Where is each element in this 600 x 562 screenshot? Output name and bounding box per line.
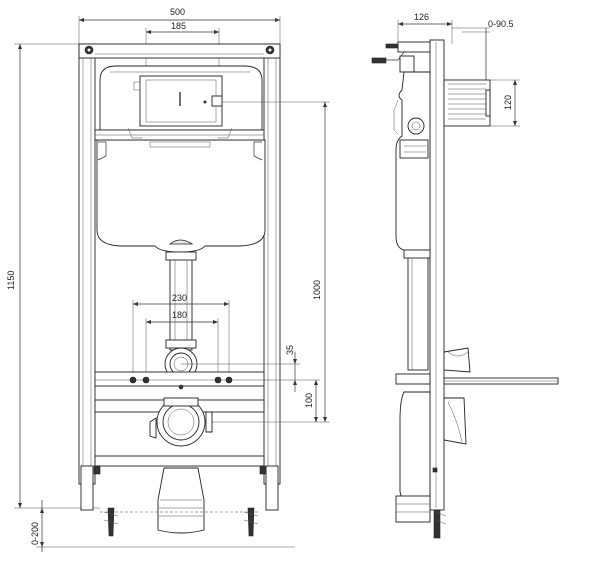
dimension-side-depth-label: 126 bbox=[414, 12, 429, 22]
dimension-flush-spacing-inner-label: 180 bbox=[172, 310, 187, 320]
side-view: 126 0-90.5 bbox=[371, 12, 559, 539]
dimension-leg-adjust-label: 0-200 bbox=[30, 522, 40, 545]
dimension-plate-width-label: 185 bbox=[171, 21, 186, 31]
dimension-side-box: 120 bbox=[490, 79, 520, 127]
outlet-pipe bbox=[157, 467, 205, 534]
dimension-outlet-height: 1000 bbox=[198, 101, 330, 423]
dimension-outlet-height-label: 1000 bbox=[312, 280, 322, 300]
dimension-flush-spacing: 230 180 bbox=[132, 293, 230, 378]
side-top-bracket bbox=[371, 41, 431, 73]
dimension-frame-width-label: 500 bbox=[170, 7, 185, 17]
cistern-tank bbox=[94, 65, 266, 253]
dimension-side-box-label: 120 bbox=[503, 95, 513, 110]
dimension-side-adjust-label: 0-90.5 bbox=[488, 19, 514, 29]
side-frame-upright bbox=[429, 39, 445, 511]
side-ribbed-box bbox=[443, 79, 491, 127]
frame-legs bbox=[80, 465, 279, 537]
front-view: 500 185 bbox=[6, 7, 330, 552]
dimension-flush-spacing-outer-label: 230 bbox=[172, 293, 187, 303]
mounting-bar bbox=[94, 371, 265, 390]
dimension-leg-adjust: 0-200 bbox=[30, 500, 295, 552]
dimension-inlet-to-outlet-label: 100 bbox=[304, 393, 314, 408]
side-flush-pipe bbox=[403, 249, 431, 371]
dimension-frame-width: 500 bbox=[78, 7, 281, 46]
dimension-side-adjust: 0-90.5 bbox=[452, 19, 514, 80]
outlet-connector bbox=[94, 397, 265, 467]
dimension-inlet-offset-label: 35 bbox=[285, 345, 295, 355]
side-inlet-pipe bbox=[395, 347, 559, 385]
dimension-inlet-to-outlet: 100 bbox=[300, 379, 320, 422]
side-cistern bbox=[393, 71, 431, 251]
dimension-total-height-label: 1150 bbox=[6, 271, 16, 290]
side-outlet-bend bbox=[395, 391, 467, 539]
dimension-side-depth: 126 bbox=[397, 12, 453, 44]
